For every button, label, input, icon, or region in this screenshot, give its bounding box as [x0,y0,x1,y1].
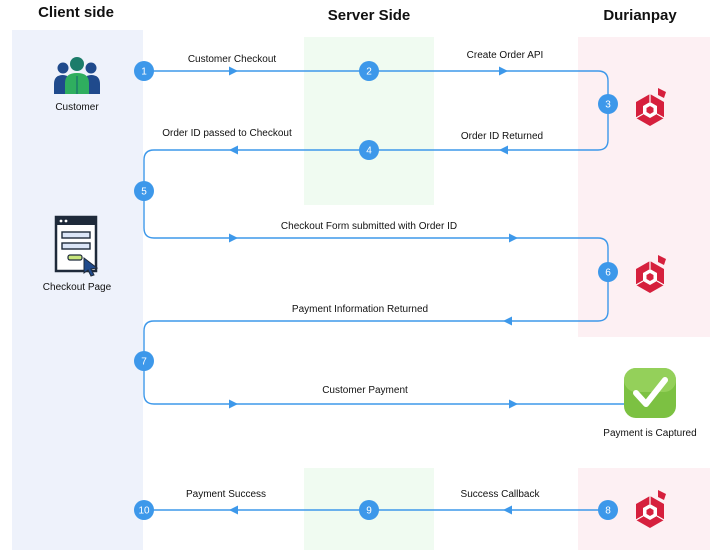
arrowhead [229,145,238,155]
arrowhead [509,233,518,243]
step-4-label: Order ID Returned [461,131,543,142]
checkout-page-icon [54,215,99,277]
arrowhead [229,233,238,243]
step-2-label: Create Order API [467,50,544,61]
step-badge-9: 9 [359,500,379,520]
step-number: 10 [138,506,150,517]
payment-captured-label: Payment is Captured [603,428,696,439]
step-number: 1 [141,67,147,78]
arrowhead [229,399,238,409]
header-client-side: Client side [38,4,114,21]
durianpay-lane-top [578,37,710,337]
check-badge-icon [624,368,676,418]
arrowhead [509,399,518,409]
flow-line-1-3 [144,70,609,104]
step-number: 3 [605,100,611,111]
step-number: 4 [366,146,372,157]
step-badge-1: 1 [134,61,154,81]
arrowhead [503,505,512,515]
step-badge-10: 10 [134,500,154,520]
step-8-label: Customer Payment [322,385,408,396]
arrowhead [499,145,508,155]
flow-line-7-captured [143,361,624,405]
customer-label: Customer [55,102,99,113]
header-server-side: Server Side [328,7,411,24]
step-badge-2: 2 [359,61,379,81]
arrowhead [229,66,238,76]
step-badge-4: 4 [359,140,379,160]
step-1-label: Customer Checkout [188,54,277,65]
step-number: 7 [141,357,147,368]
header-durianpay: Durianpay [603,7,677,24]
step-5-label: Order ID passed to Checkout [162,128,292,139]
step-badge-5: 5 [134,181,154,201]
step-badge-6: 6 [598,262,618,282]
client-lane [12,30,143,550]
step-badge-7: 7 [134,351,154,371]
step-number: 6 [605,268,611,279]
step-badge-8: 8 [598,500,618,520]
step-10-label: Payment Success [186,489,266,500]
step-number: 8 [605,506,611,517]
arrowhead [503,316,512,326]
step-badge-3: 3 [598,94,618,114]
flow-line-5-6 [143,191,609,272]
step-number: 5 [141,187,147,198]
flow-line-6-7 [143,272,609,361]
arrowhead [499,66,508,76]
arrowheads [229,66,518,515]
customer-group-icon [54,57,100,94]
step-number: 9 [366,506,372,517]
step-9-label: Success Callback [461,489,541,500]
step-6-label: Checkout Form submitted with Order ID [281,221,457,232]
checkout-page-label: Checkout Page [43,282,112,293]
arrowhead [229,505,238,515]
step-7-label: Payment Information Returned [292,304,428,315]
step-number: 2 [366,67,372,78]
